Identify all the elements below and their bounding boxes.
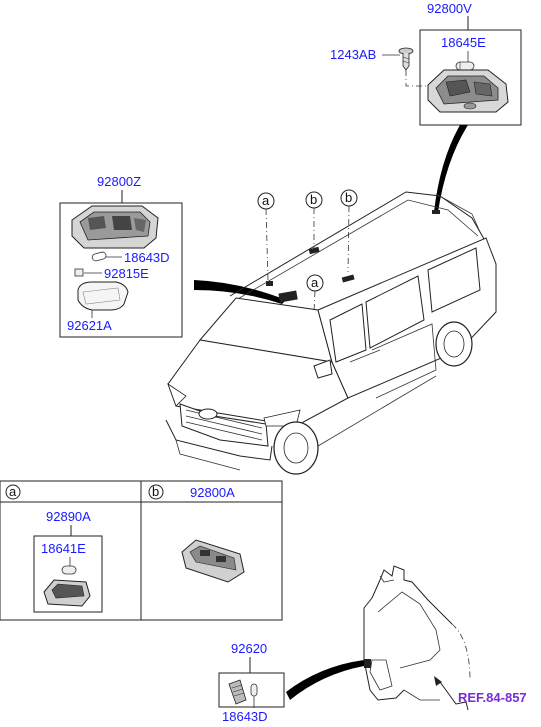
label-bulb-a[interactable]: 18641E — [41, 541, 86, 556]
label-bulb-front[interactable]: 18643D — [124, 250, 170, 265]
box-lamp-side — [218, 672, 285, 708]
roof-mark-a1 — [266, 281, 273, 286]
label-bulb-side[interactable]: 18643D — [222, 709, 268, 724]
callout-a-2-leader — [313, 290, 316, 313]
screw-guide — [405, 70, 428, 87]
lamp-a-part — [43, 579, 91, 607]
box-lamp-a — [33, 535, 103, 613]
label-assy-front[interactable]: 92800Z — [97, 174, 141, 189]
box-assy-rear — [419, 29, 522, 126]
callout-a-1: a — [257, 192, 275, 210]
svg-text:b: b — [345, 190, 352, 205]
table-callout-b: b — [148, 484, 164, 500]
pointer-rear-lamp — [434, 125, 468, 212]
label-assy-rear[interactable]: 92800V — [427, 1, 472, 16]
housing-rear-part — [427, 69, 509, 113]
lamp-b-part — [181, 539, 245, 583]
svg-text:a: a — [311, 275, 319, 290]
callout-b-1: b — [305, 191, 323, 209]
table-callout-a: a — [5, 484, 21, 500]
box-assy-front — [59, 202, 183, 338]
ref-arrow — [439, 681, 469, 711]
callout-b-2-leader — [347, 205, 350, 273]
label-lamp-b[interactable]: 92800A — [190, 485, 235, 500]
label-holder-front[interactable]: 92815E — [104, 266, 149, 281]
screw-part — [398, 47, 414, 71]
roof-mark-b1 — [308, 246, 320, 255]
roof-mark-front — [278, 290, 298, 303]
bulb-a-part — [61, 565, 77, 575]
van-illustration — [165, 191, 497, 475]
bulb-rear-part — [455, 61, 475, 71]
table-a-b — [0, 480, 283, 621]
bulb-front-part — [91, 251, 107, 262]
label-lamp-side[interactable]: 92620 — [231, 641, 267, 656]
housing-front-part — [71, 205, 159, 249]
label-lamp-a[interactable]: 92890A — [46, 509, 91, 524]
ref-arrowhead — [434, 676, 442, 686]
lens-front-part — [77, 281, 129, 311]
callout-a-2: a — [306, 274, 324, 292]
svg-text:a: a — [9, 484, 17, 499]
label-lens-front[interactable]: 92621A — [67, 318, 112, 333]
holder-front-part — [74, 268, 84, 277]
svg-text:b: b — [310, 192, 317, 207]
pointer-side-lamp — [286, 660, 364, 700]
callout-a-1-leader — [265, 208, 269, 281]
bulb-side-part — [250, 683, 258, 697]
label-screw[interactable]: 1243AB — [330, 47, 376, 62]
pointer-front-lamp — [194, 280, 286, 304]
rear-panel-illustration — [363, 565, 471, 701]
roof-mark-b2 — [341, 274, 355, 283]
roof-mark-rear — [432, 210, 440, 214]
lamp-side-part — [228, 679, 247, 705]
svg-text:a: a — [262, 193, 270, 208]
svg-text:b: b — [152, 484, 159, 499]
callout-b-2: b — [340, 189, 358, 207]
label-bulb-rear[interactable]: 18645E — [441, 35, 486, 50]
label-ref[interactable]: REF.84-857 — [458, 690, 527, 705]
